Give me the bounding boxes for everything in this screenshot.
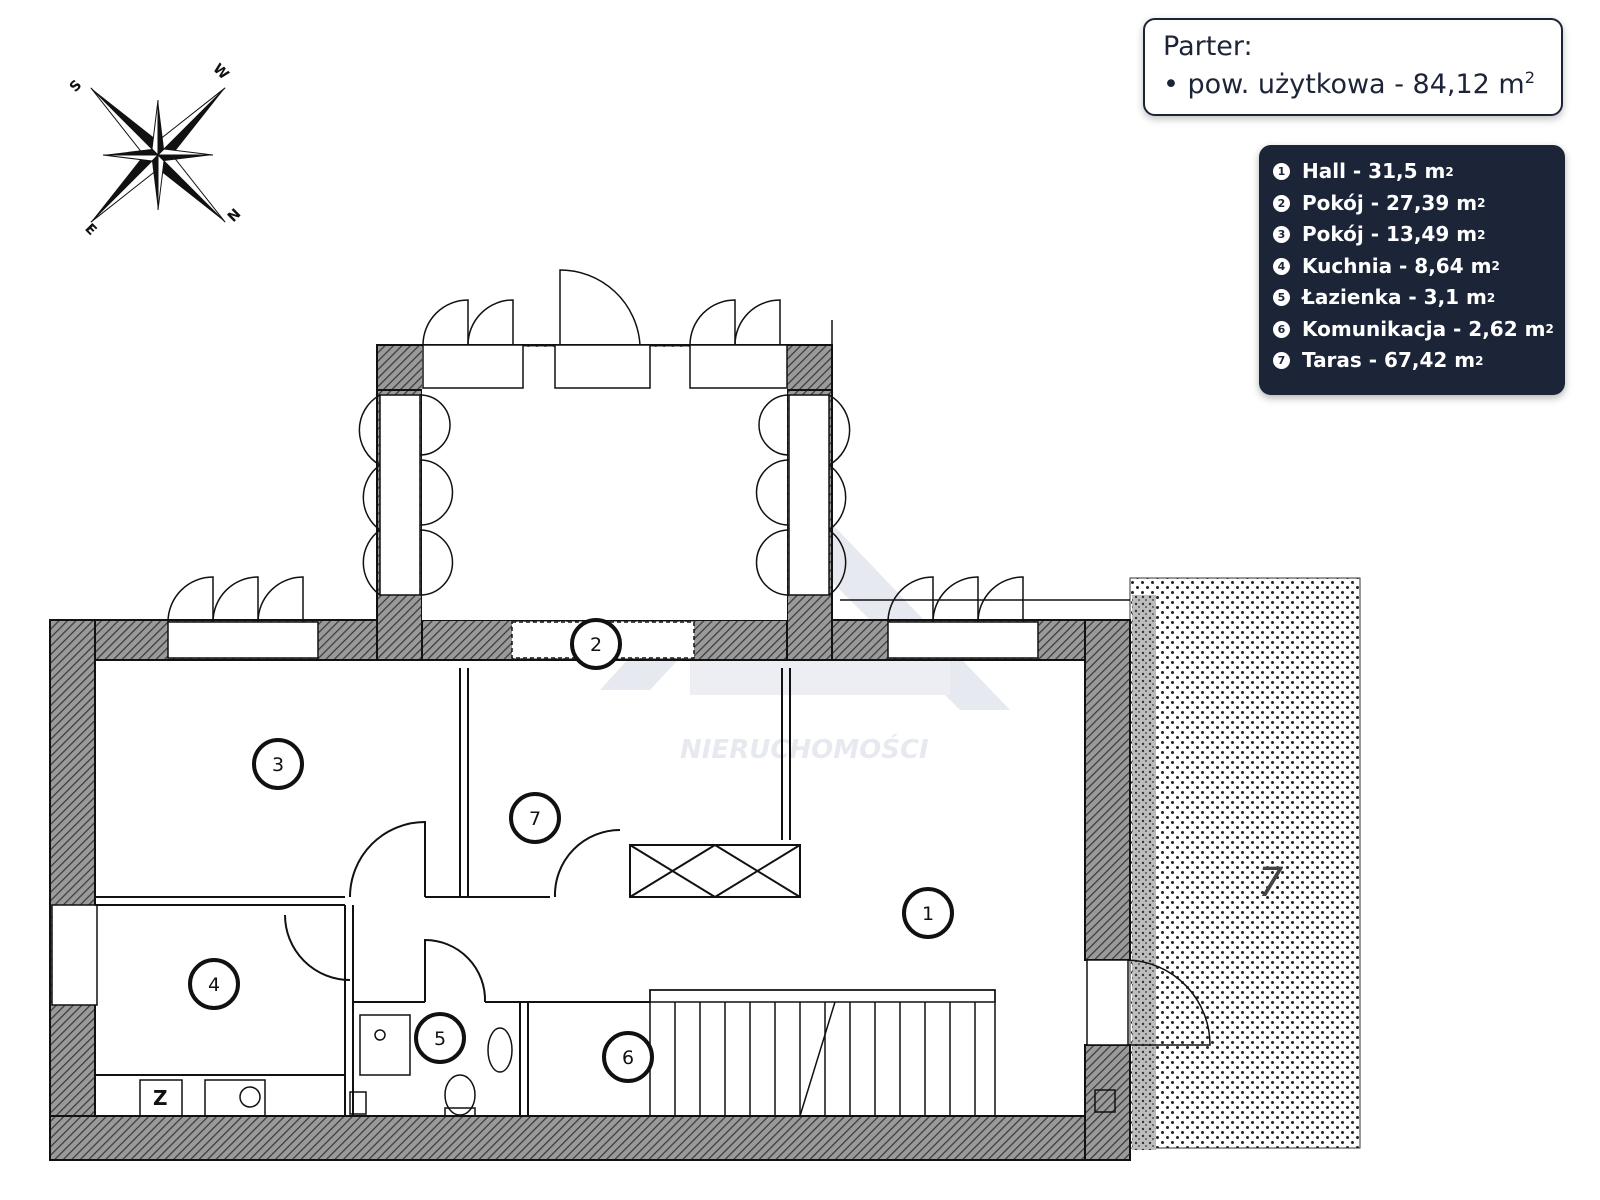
openings: [51, 344, 1129, 1046]
room-number-4: 4: [208, 974, 220, 996]
floor-info-box: Parter: • pow. użytkowa - 84,12 m2: [1143, 18, 1563, 116]
terrace-number: 7: [1258, 860, 1284, 906]
compass-s: S: [67, 77, 85, 95]
floor-title: Parter:: [1163, 31, 1253, 62]
legend-label: Pokój - 27,39 m: [1302, 190, 1478, 215]
room-marker-3: [252, 738, 304, 790]
compass-icon: [90, 87, 226, 223]
legend-number: 3: [1273, 226, 1290, 244]
legend-number: 7: [1273, 352, 1290, 370]
legend-label: Komunikacja - 2,62 m: [1302, 316, 1546, 341]
legend-label: Łazienka - 3,1 m: [1302, 285, 1487, 309]
room-number-1: 1: [922, 903, 934, 925]
room-number-6: 6: [622, 1047, 634, 1069]
legend-label: Taras - 67,42 m: [1302, 348, 1476, 372]
stairs: [649, 989, 996, 1117]
room-marker-1: [902, 887, 954, 939]
legend-number: 5: [1273, 289, 1290, 307]
room-numbers: 1 2 3 4 5 6 7: [208, 634, 934, 1069]
legend-number: 1: [1273, 163, 1290, 181]
legend-number: 6: [1273, 320, 1290, 338]
room-marker-7: [509, 792, 561, 844]
legend-number: 4: [1273, 257, 1290, 275]
room-marker-5: [414, 1012, 466, 1064]
terrace-area: [1129, 577, 1361, 1149]
usable-area-unit-sup: 2: [1524, 68, 1536, 87]
room-number-3: 3: [272, 754, 284, 776]
room-marker-4: [188, 958, 240, 1010]
room-number-5: 5: [434, 1028, 446, 1050]
room-marker-6: [602, 1031, 654, 1083]
fixtures: [139, 1014, 1116, 1117]
usable-area-label: • pow. użytkowa - 84,12 m: [1163, 69, 1525, 100]
compass-w: W: [209, 61, 231, 83]
room-marker-2: [570, 618, 622, 670]
compass-n: N: [225, 206, 245, 226]
legend-label: Hall - 31,5 m: [1302, 159, 1446, 183]
window-swings: [167, 269, 1211, 1046]
legend-label: Pokój - 13,49 m: [1302, 222, 1478, 246]
fridge-label: Z: [153, 1086, 168, 1110]
interior-partitions: [95, 668, 801, 1116]
compass-e: E: [81, 221, 99, 239]
room-number-7: 7: [529, 808, 541, 830]
terrace-gravel-strip: [1132, 595, 1156, 1150]
watermark-text: NIERUCHOMOŚCI: [680, 733, 929, 765]
room-markers: [188, 618, 954, 1083]
legend-label: Kuchnia - 8,64 m: [1302, 253, 1492, 278]
usable-area: • pow. użytkowa - 84,12 m2: [1163, 66, 1543, 104]
room-number-2: 2: [590, 634, 602, 656]
legend-number: 2: [1273, 194, 1290, 212]
